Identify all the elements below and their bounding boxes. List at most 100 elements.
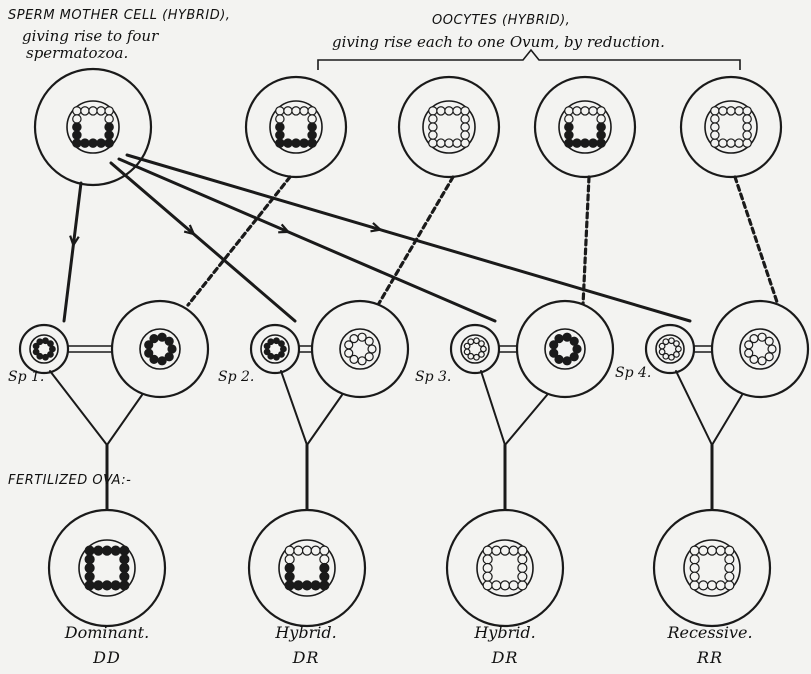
sperm-cell-2-chromosome <box>273 337 280 345</box>
join-left-1 <box>49 370 108 446</box>
oocyte-cell-4-chromosome <box>742 106 752 116</box>
oocyte-cell-2-chromosome <box>428 138 438 148</box>
fertilized-ovum-1-chromosome <box>119 571 130 582</box>
ovum-cell-3-chromosome <box>554 334 564 344</box>
fertilized-ovum-2-chromosome <box>301 545 313 556</box>
sperm-mother-cell-chromosome <box>72 114 82 124</box>
oocyte-cell-2-chromosome <box>460 130 470 140</box>
fertilized-ovum-2-chromosome <box>310 580 321 591</box>
oocyte-cell-1-chromosome <box>291 138 301 148</box>
sperm-path-3 <box>117 157 497 323</box>
oocyte-cell-4-chromosome <box>710 106 720 116</box>
oocyte-cell-4-chromosome <box>710 114 720 124</box>
sperm-label-3: Sp 3. <box>415 369 452 385</box>
ovum-cell-2-chromosome <box>344 348 354 358</box>
oocyte-cell-1-chromosome <box>307 130 317 140</box>
oocyte-cell-2-chromosome <box>436 106 446 116</box>
fertilized-ovum-3-chromosome <box>517 580 528 591</box>
oocyte-cell-3-chromosome <box>580 138 590 148</box>
fertilized-ovum-3-chromosome <box>482 554 493 565</box>
ovum-cell-1-chromosome <box>144 340 154 350</box>
ovum-cell-2-chromosome <box>367 344 377 354</box>
sperm-cell-4-chromosome <box>658 348 666 356</box>
ovum-cell-3-chromosome <box>562 356 572 366</box>
fertilized-ovum-2-chromosome <box>319 580 330 591</box>
sperm-cell-1-chromosome <box>36 338 44 346</box>
oocyte-cell-3-chromosome <box>580 106 590 116</box>
oocytes-title: OOCYTES (HYBRID), <box>432 13 571 28</box>
fertilized-ovum-4-chromosome <box>724 571 735 582</box>
ovum-cell-2-chromosome <box>357 356 367 366</box>
oocyte-cell-1-chromosome <box>307 106 317 116</box>
oocyte-cell-2-chromosome <box>460 122 470 132</box>
fertilized-ovum-4-chromosome <box>689 571 700 582</box>
oocyte-cell-4-chromosome <box>734 138 744 148</box>
sperm-mother-cell-chromosome <box>72 106 82 116</box>
sperm-cell-3-chromosome <box>480 345 487 353</box>
join-right-4 <box>711 394 743 446</box>
sperm-mother-cell-chromosome <box>88 138 98 148</box>
sperm-cell-1-chromosome <box>42 337 49 345</box>
oocytes-subtitle: giving rise each to one Ovum, by reducti… <box>332 33 665 51</box>
oocyte-cell-3-chromosome <box>564 114 574 124</box>
fertilized-ovum-3-chromosome <box>482 571 493 582</box>
oocyte-cell-4-chromosome <box>710 122 720 132</box>
fertilized-ovum-1-chromosome <box>84 562 95 574</box>
sperm-path-4 <box>125 153 692 323</box>
sperm-mother-cell-chromosome <box>72 122 82 132</box>
oocyte-cell-1-chromosome <box>307 114 317 124</box>
sperm-arrow-4 <box>370 222 382 233</box>
join-right-3 <box>504 394 548 446</box>
fertilized-ovum-4-chromosome <box>698 580 709 591</box>
ovum-cell-3-chromosome <box>549 348 559 358</box>
sperm-cell-1-chromosome <box>47 350 54 358</box>
fertilized-ovum-1-chromosome <box>84 580 95 591</box>
fertilized-ovum-1-chromosome <box>84 545 95 556</box>
oocyte-cell-1-chromosome <box>291 106 301 116</box>
fertilized-ovum-4-chromosome <box>715 580 726 591</box>
fertilized-ovum-3-chromosome <box>508 580 519 591</box>
sperm-cell-2-chromosome <box>278 340 285 348</box>
fertilized-ovum-1-chromosome <box>119 580 130 591</box>
oocyte-cell-1-chromosome <box>307 122 317 132</box>
result-name-4: Recessive. <box>667 623 753 642</box>
sperm-cell-1-chromosome <box>49 345 56 353</box>
oocyte-cell-4-chromosome <box>726 106 736 116</box>
fertilized-ovum-1-chromosome <box>101 545 113 556</box>
ovum-cell-4-chromosome <box>757 356 767 366</box>
fertilized-ovum-1-chromosome <box>84 554 95 565</box>
fertilized-ovum-3-chromosome <box>517 545 528 556</box>
fertilized-ovum-3-chromosome <box>508 545 519 556</box>
oocyte-cell-3-chromosome <box>564 122 574 132</box>
oocyte-cell-1-chromosome <box>275 130 285 140</box>
oocyte-cell-2-chromosome <box>452 106 462 116</box>
fertilized-ovum-2-chromosome <box>284 571 295 582</box>
sperm-cell-2-chromosome <box>273 353 280 361</box>
ovum-cell-3-chromosome <box>569 352 579 362</box>
sperm-mother-cell-chromosome <box>104 114 114 124</box>
sperm-cell-1-chromosome <box>36 352 44 360</box>
result-code-3: DR <box>491 648 519 667</box>
oocyte-cell-1-chromosome <box>275 106 285 116</box>
fertilized-ovum-4-chromosome <box>698 545 709 556</box>
fertilized-ovum-3-chromosome <box>482 562 493 574</box>
oocyte-cell-4-chromosome <box>718 106 728 116</box>
fertilized-ovum-2-chromosome <box>310 545 321 556</box>
oocyte-cell-3-chromosome <box>564 138 574 148</box>
oocyte-cell-3-chromosome <box>596 130 606 140</box>
oocyte-cell-3-chromosome <box>588 138 598 148</box>
oocyte-cell-3-chromosome <box>596 138 606 148</box>
oocyte-cell-1-chromosome <box>275 122 285 132</box>
sperm-mother-cell-chromosome <box>96 138 106 148</box>
fertilized-ovum-2-chromosome <box>319 571 330 582</box>
sperm-cell-4-chromosome <box>668 337 675 345</box>
sperm-mother-cell-chromosome <box>104 122 114 132</box>
fertilized-ovum-2-chromosome <box>301 580 313 591</box>
ovum-cell-1-chromosome <box>144 348 154 358</box>
ovum-cell-4-chromosome <box>749 354 759 364</box>
sperm-cell-4-chromosome <box>662 352 670 360</box>
result-code-4: RR <box>696 648 724 667</box>
oocyte-cell-1-chromosome <box>299 106 309 116</box>
fertilized-ovum-3-chromosome <box>482 580 493 591</box>
